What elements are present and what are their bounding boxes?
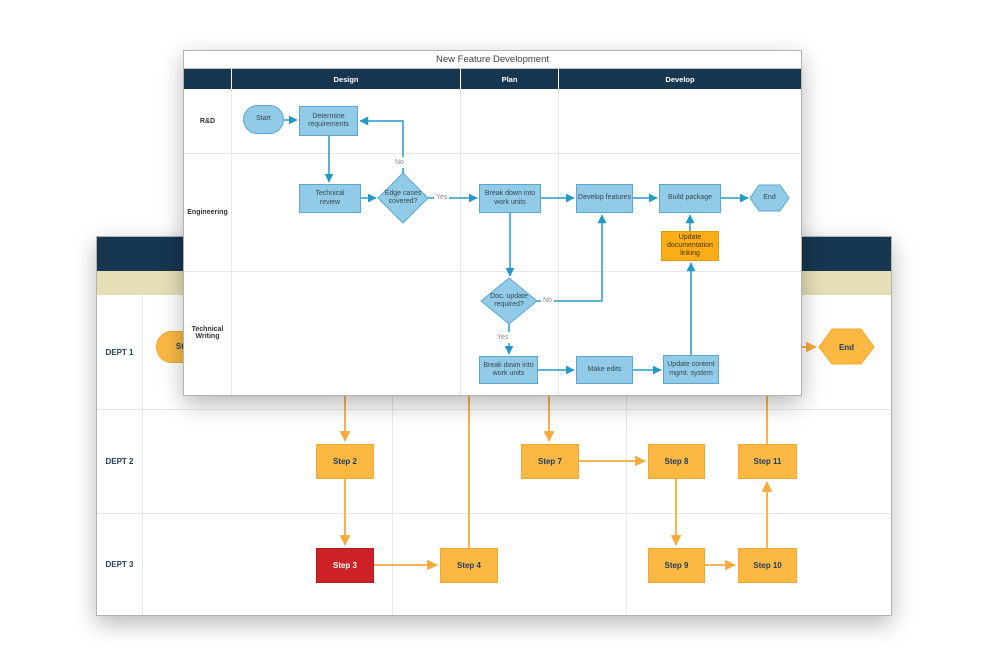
end-hexagon-shape — [749, 184, 790, 212]
flow-node-step2[interactable]: Step 2 — [316, 444, 374, 479]
flow-node-break-down-work-units-tw[interactable]: Break down into work units — [479, 356, 538, 384]
flow-node-step11[interactable]: Step 11 — [738, 444, 797, 479]
flow-node-step4[interactable]: Step 4 — [440, 548, 498, 583]
lane-label-dept3: DEPT 3 — [105, 559, 134, 569]
flow-node-step7[interactable]: Step 7 — [521, 444, 579, 479]
flow-node-update-documentation-linking[interactable]: Update documentation linking — [661, 231, 719, 261]
edge-label-yes: Yes — [495, 332, 511, 343]
edge-label-no: No — [393, 157, 406, 168]
grid-line — [97, 513, 891, 514]
edge-label-yes: Yes — [434, 192, 450, 203]
flow-node-doc-update-required[interactable]: Doc. update required? — [490, 292, 528, 308]
lane-label-dept1: DEPT 1 — [105, 347, 134, 357]
flow-node-step3[interactable]: Step 3 — [316, 548, 374, 583]
grid-line — [142, 295, 143, 615]
lane-label-dept2: DEPT 2 — [105, 456, 134, 466]
flow-node-start[interactable]: Start — [243, 105, 284, 134]
decision-diamond-shape — [480, 277, 538, 325]
flow-node-build-package[interactable]: Build package — [659, 184, 721, 213]
flow-node-edge-cases-covered[interactable]: Edge cases covered? — [384, 189, 422, 205]
flow-node-end[interactable]: End — [763, 193, 776, 201]
flow-node-develop-features[interactable]: Develop features — [576, 184, 633, 213]
flow-node-make-edits[interactable]: Make edits — [576, 356, 633, 384]
lane-label-rnd: R&D — [199, 117, 216, 125]
foreground-connectors — [284, 115, 790, 375]
column-header-plan: Plan — [460, 69, 558, 89]
flow-node-end-bg[interactable]: End — [838, 342, 855, 352]
flow-node-update-content-mgmt-system[interactable]: Update content mgmt. system — [663, 355, 719, 384]
foreground-header-band — [184, 69, 801, 89]
grid-line — [184, 153, 801, 154]
grid-line — [231, 89, 232, 395]
flow-node-step9[interactable]: Step 9 — [648, 548, 705, 583]
flow-node-step8[interactable]: Step 8 — [648, 444, 705, 479]
grid-line — [184, 271, 801, 272]
background-connectors — [339, 328, 875, 571]
grid-line — [97, 409, 891, 410]
lane-label-technical-writing: Technical Writing — [191, 326, 224, 340]
flow-node-technical-review[interactable]: Technical review — [299, 184, 361, 213]
decision-diamond-shape — [377, 172, 429, 224]
grid-line — [460, 89, 461, 395]
flow-node-break-down-work-units-eng[interactable]: Break down into work units — [479, 184, 541, 213]
column-header-design: Design — [231, 69, 460, 89]
foreground-flowchart-card: New Feature Development Design Plan Deve… — [183, 50, 802, 396]
grid-line — [626, 295, 627, 615]
edge-label-no: No — [541, 295, 554, 306]
column-header-develop: Develop — [558, 69, 801, 89]
grid-line — [392, 295, 393, 615]
flow-node-determine-requirements[interactable]: Determine requirements — [299, 106, 358, 136]
grid-line — [558, 89, 559, 395]
diagram-title: New Feature Development — [184, 51, 801, 69]
flow-node-step10[interactable]: Step 10 — [738, 548, 797, 583]
lane-label-engineering: Engineering — [187, 208, 228, 216]
end-hexagon-shape — [818, 328, 875, 365]
